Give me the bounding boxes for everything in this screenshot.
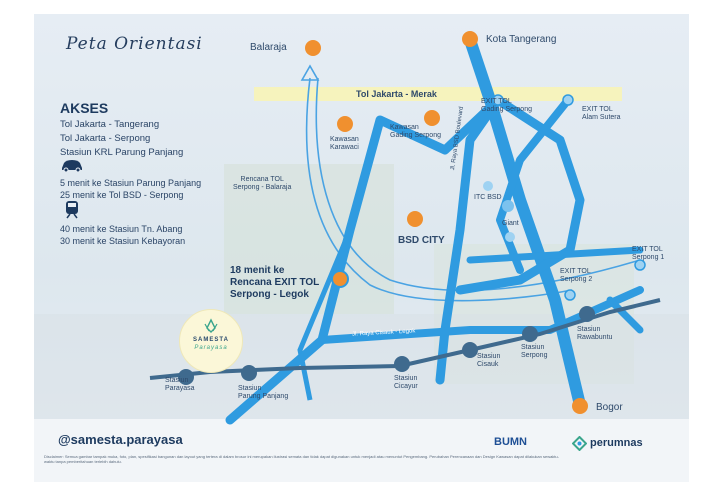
label-itc-bsd: ITC BSD [474,194,502,201]
marker-balaraja [305,40,321,56]
marker-giant [502,200,514,212]
label-bsd-city: BSD CITY [398,235,445,246]
samesta-sub: Parayasa [194,345,228,351]
exit-gading [492,94,504,106]
perumnas-logo: perumnas [590,437,643,449]
station-cicayur [394,356,410,372]
marker-gading-serpong [424,110,440,126]
road-kota-tangerang [464,34,586,411]
akses-heading: AKSES [60,100,109,116]
akses-route: Stasiun KRL Parung Panjang [60,147,184,158]
marker-karawaci [337,116,353,132]
car-icon [62,160,82,172]
road-southwest [225,335,327,425]
exit-serpong-1 [634,259,646,271]
label-kota-tangerang: Kota Tangerang [486,34,557,45]
railway [149,298,661,380]
exit-alam [562,94,574,106]
road-cross [466,246,644,264]
leaf-icon [204,318,218,333]
akses-car-item: 5 menit ke Stasiun Parung Panjang [60,178,202,188]
akses-train-item: 40 menit ke Stasiun Tn. Abang [60,224,183,234]
marker-giant-2 [505,232,515,242]
label-tol-merak: Tol Jakarta - Merak [356,89,437,99]
station-parayasa [178,369,194,385]
akses-route: Tol Jakarta - Serpong [60,133,151,144]
road-bsd-boulevard [435,95,503,385]
marker-bogor [572,398,588,414]
road-west-link [297,229,353,401]
label-bogor: Bogor [596,402,623,413]
bumn-logo: BUMN [494,436,527,448]
marker-bsd-city [407,211,423,227]
station-cisauk [462,342,478,358]
label-balaraja: Balaraja [250,42,287,53]
marker-itc [483,181,493,191]
footer-handle: @samesta.parayasa [58,432,183,447]
station-serpong [522,326,538,342]
perumnas-logo-icon [572,436,587,451]
akses-train-item: 30 menit ke Stasiun Kebayoran [60,236,186,246]
station-rawabuntu [579,306,595,322]
footer-disclaimer: Disclaimer: Semua gambar tampak muka, fo… [44,454,559,464]
page-title: Peta Orientasi [66,34,203,54]
akses-train: 40 menit ke Stasiun Tn. Abang 30 menit k… [60,223,185,247]
akses-routes: Tol Jakarta - Tangerang Tol Jakarta - Se… [60,118,183,160]
road-gading [317,95,503,345]
marker-exit-legok [331,270,349,288]
samesta-logo: SAMESTA Parayasa [179,309,243,373]
road-alam [496,96,572,274]
exit-serpong-2 [564,289,576,301]
road-loop-right [455,95,585,295]
tol-merak-band [254,87,622,101]
road-east [606,296,644,334]
rencana-tol-line [305,77,573,302]
akses-car-item: 25 menit ke Tol BSD - Serpong [60,190,184,200]
samesta-name: SAMESTA [193,337,229,343]
road-cisauk-legok [318,286,644,344]
akses-car: 5 menit ke Stasiun Parung Panjang 25 men… [60,177,201,201]
marker-kota-tangerang [462,31,478,47]
train-icon [66,201,78,219]
station-parung-panjang [241,365,257,381]
akses-route: Tol Jakarta - Tangerang [60,119,160,130]
label-giant: Giant [502,220,519,227]
arrow-up-icon [300,64,320,81]
